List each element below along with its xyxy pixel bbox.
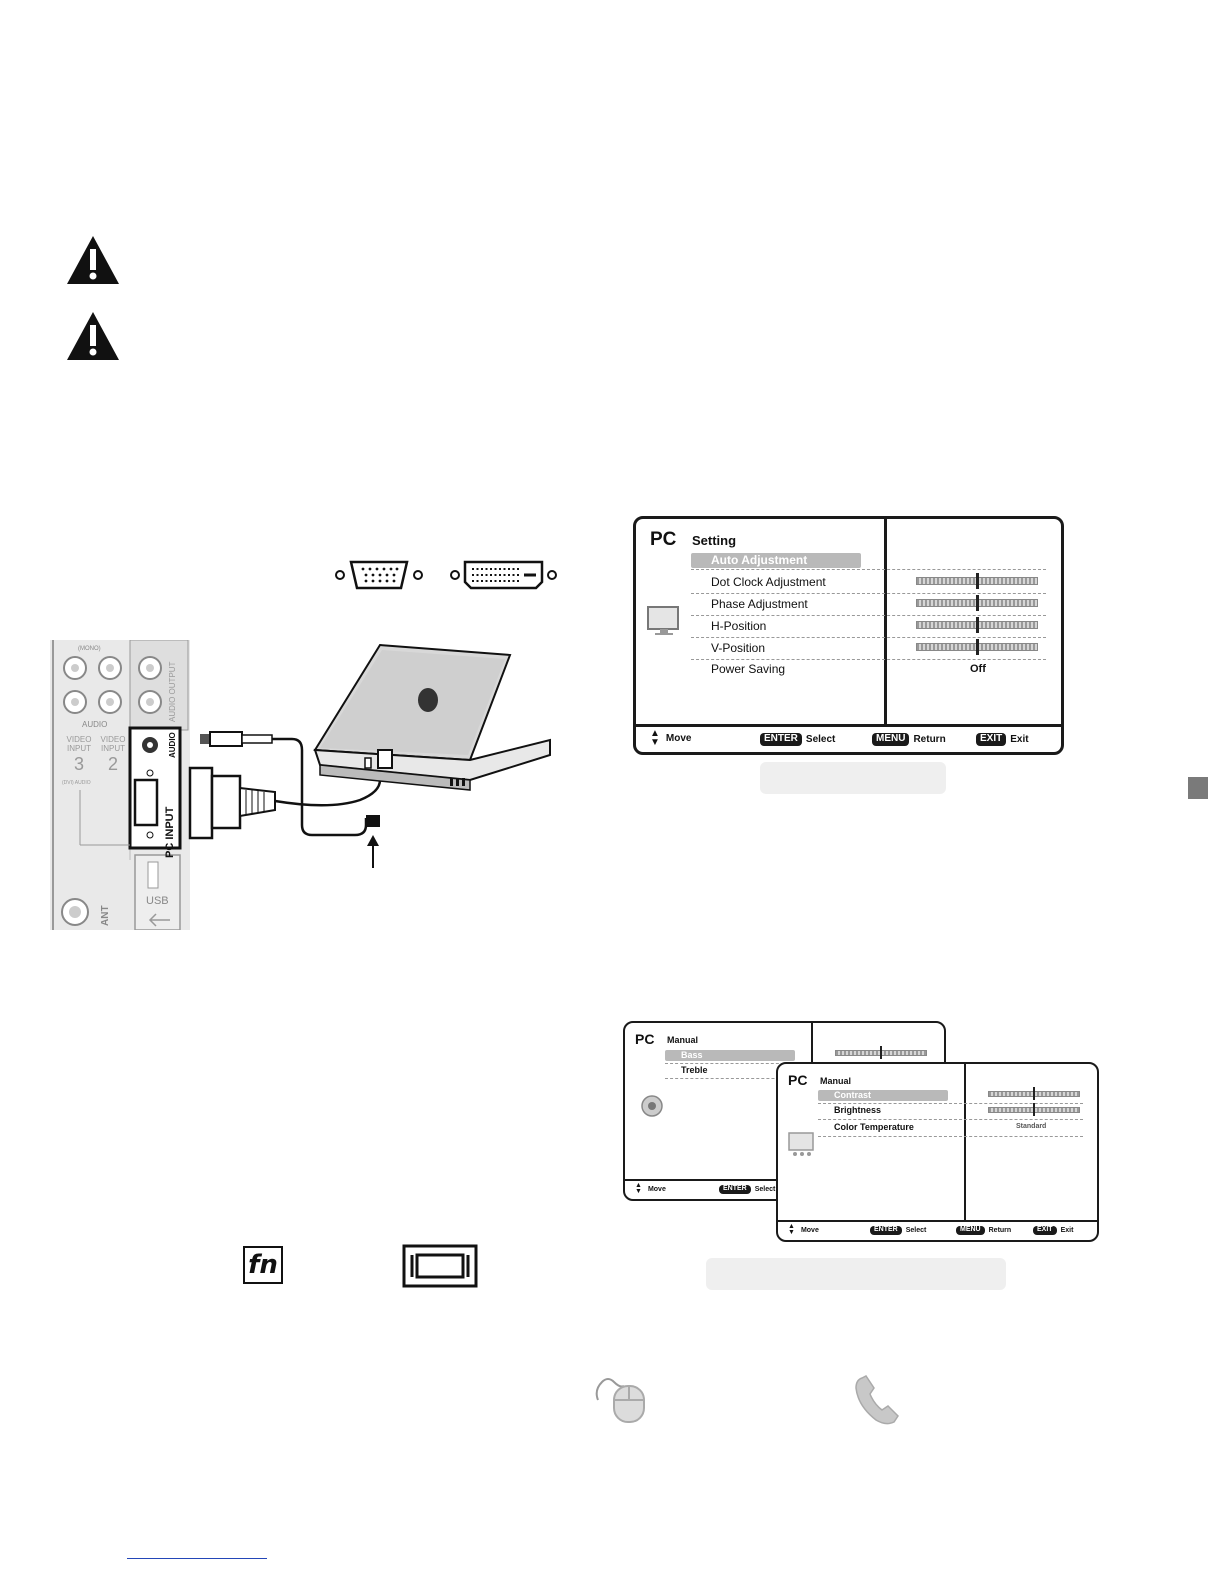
menu-item-contrast[interactable]: Contrast (818, 1090, 948, 1101)
menu-item-dot-clock[interactable]: Dot Clock Adjustment (711, 575, 826, 589)
tv-back-panel: (MONO) AUDIO VIDEO INPUT 3 VIDEO INPUT 2… (50, 640, 190, 930)
speaker-icon (641, 1095, 663, 1117)
enter-key: ENTER (760, 733, 802, 746)
audio-port-label: AUDIO (168, 732, 177, 758)
menu-title: Manual (667, 1035, 699, 1045)
menu-item-phase[interactable]: Phase Adjustment (711, 597, 808, 611)
usb-label: USB (146, 895, 169, 907)
menu-key: MENU (872, 733, 910, 746)
vga-connector-icon (335, 560, 423, 590)
footer-enter: ENTER Select (760, 733, 835, 746)
mono-label: (MONO) (78, 646, 101, 652)
menu-item-treble[interactable]: Treble (681, 1065, 708, 1075)
footer-enter: ENTER Select (870, 1226, 926, 1235)
menu-title: Setting (692, 533, 737, 548)
video-input-3-number: 3 (73, 754, 84, 774)
power-saving-value: Off (970, 663, 986, 675)
footer-menu: MENU Return (872, 733, 946, 746)
laptop-connection-illustration (188, 643, 551, 868)
menu-brand: PC (635, 1031, 655, 1047)
footer-move: ▲▼ Move (650, 728, 692, 748)
pc-setting-menu: PC Setting Auto Adjustment Dot Clock Adj… (633, 516, 1064, 755)
dvi-audio-label: (DVI) AUDIO (62, 780, 91, 786)
up-down-arrows-icon: ▲▼ (635, 1182, 642, 1195)
mouse-icon (595, 1378, 645, 1423)
brightness-slider-knob[interactable] (1033, 1103, 1035, 1116)
menu-title: Manual (820, 1076, 852, 1086)
menu-key: MENU (956, 1226, 985, 1235)
audio-label: AUDIO (82, 720, 108, 729)
phone-icon (855, 1375, 899, 1425)
video-input-2-label: VIDEO INPUT 2 (100, 735, 126, 774)
video-input-3-label: VIDEO INPUT 3 (66, 735, 92, 774)
color-temperature-value: Standard (1016, 1123, 1047, 1130)
menu-item-auto-adjustment[interactable]: Auto Adjustment (691, 553, 861, 568)
warning-icon (67, 312, 119, 360)
picture-manual-menu: PC Manual Contrast Brightness Color Temp… (776, 1062, 1099, 1242)
v-position-slider-knob[interactable] (976, 639, 979, 655)
footer-link-underline[interactable] (127, 1558, 267, 1559)
menu-item-bass[interactable]: Bass (665, 1050, 795, 1061)
footer-exit: EXIT Exit (1033, 1226, 1073, 1235)
side-tab-marker (1188, 777, 1208, 799)
exit-key: EXIT (976, 733, 1007, 746)
video-input-2-number: 2 (107, 754, 118, 774)
monitor-icon (647, 606, 679, 635)
up-down-arrows-icon: ▲▼ (650, 728, 660, 748)
enter-key: ENTER (719, 1185, 751, 1194)
menu-brand: PC (788, 1072, 808, 1088)
fn-key-icon: fn (243, 1246, 283, 1284)
contrast-slider-knob[interactable] (1033, 1087, 1035, 1100)
dot-clock-slider-knob[interactable] (976, 573, 979, 589)
enter-key: ENTER (870, 1226, 902, 1235)
menu-item-brightness[interactable]: Brightness (834, 1105, 882, 1115)
menu-item-color-temperature[interactable]: Color Temperature (834, 1122, 914, 1132)
caption-placeholder (760, 762, 946, 794)
ant-label: ANT (100, 905, 111, 926)
caption-placeholder (706, 1258, 1006, 1290)
display-toggle-key-icon (402, 1244, 478, 1288)
footer-exit: EXIT Exit (976, 733, 1029, 746)
pc-input-label: PC INPUT (164, 806, 176, 858)
menu-brand: PC (650, 529, 677, 550)
exit-key: EXIT (1033, 1226, 1057, 1235)
menu-item-h-position[interactable]: H-Position (711, 619, 767, 633)
footer-enter: ENTER Select (719, 1185, 775, 1194)
footer-move: ▲▼ Move (788, 1223, 819, 1236)
warning-icon (67, 236, 119, 284)
footer-move: ▲▼ Move (635, 1182, 666, 1195)
picture-icon (788, 1132, 814, 1156)
menu-item-power-saving[interactable]: Power Saving (711, 662, 786, 676)
h-position-slider-knob[interactable] (976, 617, 979, 633)
bass-slider-knob[interactable] (880, 1046, 882, 1059)
footer-menu: MENU Return (956, 1226, 1011, 1235)
dvi-connector-icon (450, 560, 557, 590)
up-down-arrows-icon: ▲▼ (788, 1223, 795, 1236)
audio-output-label: AUDIO OUTPUT (168, 661, 177, 722)
phase-slider-knob[interactable] (976, 595, 979, 611)
menu-item-v-position[interactable]: V-Position (711, 641, 766, 655)
